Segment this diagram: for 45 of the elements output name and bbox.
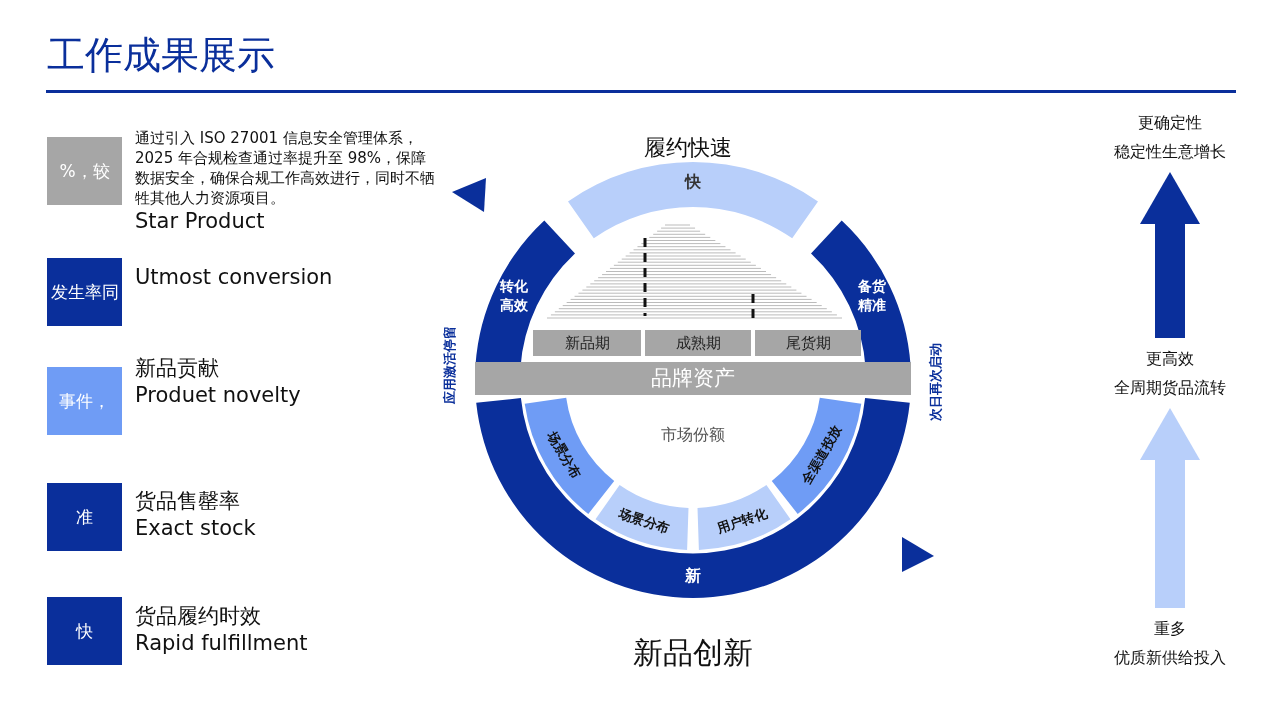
heading-text: 履约快速 xyxy=(644,134,732,162)
description-text: Star Product xyxy=(135,208,266,235)
segment-label: 场景分布 xyxy=(617,504,672,538)
stage-bar: 尾货期 xyxy=(755,330,861,356)
arrow xyxy=(1140,172,1200,338)
caption-text: 更高效 xyxy=(1145,348,1195,370)
description-text: Utmost conversion xyxy=(135,264,334,291)
caption-text: 更确定性 xyxy=(1137,112,1203,134)
description-text: Exact stock xyxy=(135,515,257,542)
square-label: 事件， xyxy=(59,389,110,413)
diagram-label: 市场份额 xyxy=(661,424,725,446)
rotated-label: 次日再次启动 xyxy=(927,343,944,421)
description-text: 货品售罄率 xyxy=(135,488,241,515)
segment-label: 用户转化 xyxy=(714,504,769,538)
caption-text: 全周期货品流转 xyxy=(1113,377,1227,399)
page-title: 工作成果展示 xyxy=(47,32,275,79)
segment-label: 新 xyxy=(685,565,701,587)
arrow xyxy=(1140,408,1200,608)
description-text: Rapid fulfillment xyxy=(135,630,309,657)
segment-label: 全渠道投放 xyxy=(798,421,846,488)
square-label: %，较 xyxy=(59,159,110,183)
segment-label: 转化高效 xyxy=(498,277,529,316)
caption-text: 稳定性生意增长 xyxy=(1113,141,1227,163)
rotated-label: 应用激活停留 xyxy=(441,326,458,404)
segment-label: 备货精准 xyxy=(857,277,888,316)
description-text: Produet novelty xyxy=(135,382,302,409)
label-square xyxy=(47,137,122,205)
square-label: 发生率同 xyxy=(50,280,119,304)
heading-text: 新品创新 xyxy=(633,633,753,672)
segment-label: 快 xyxy=(685,171,701,193)
label-square xyxy=(47,367,122,435)
description-text: 货品履约时效 xyxy=(135,603,262,630)
description-text: 新品贡献 xyxy=(135,355,220,382)
description-text: 通过引入 ISO 27001 信息安全管理体系， 2025 年合规检查通过率提升至 98%，保障数据安全，确保合规工作高效进行，同时不牺牲其他人力资源项目。 xyxy=(135,128,435,208)
label-square xyxy=(47,483,122,551)
caption-text: 重多 xyxy=(1153,618,1187,640)
label-square xyxy=(47,597,122,665)
label-square xyxy=(47,258,122,326)
segment-label: 场景分布 xyxy=(543,427,585,482)
caption-text: 优质新供给投入 xyxy=(1113,647,1227,669)
square-label: 快 xyxy=(76,619,93,643)
stage-bar: 新品期 xyxy=(533,330,641,356)
square-label: 准 xyxy=(76,505,93,529)
stage-bar: 品牌资产 xyxy=(475,362,911,395)
stage-bar: 成熟期 xyxy=(645,330,751,356)
